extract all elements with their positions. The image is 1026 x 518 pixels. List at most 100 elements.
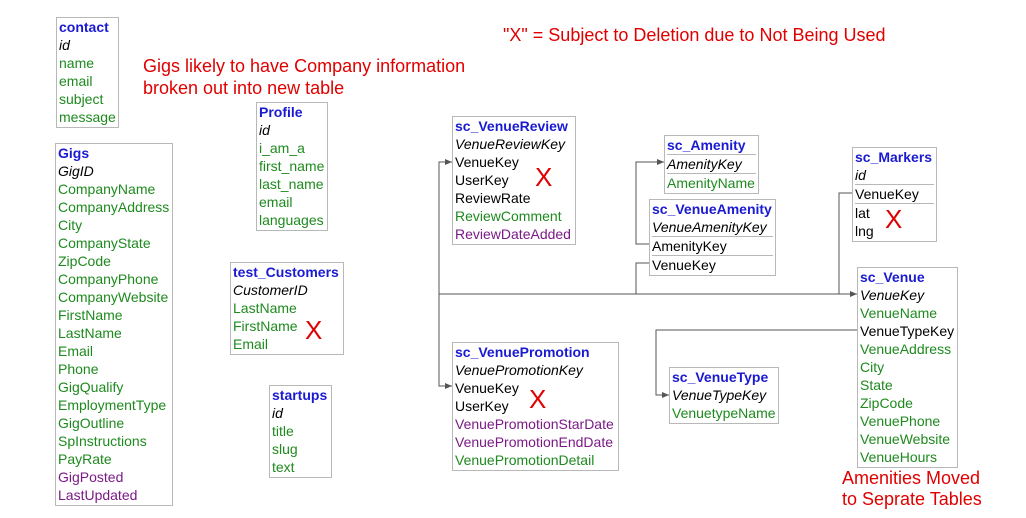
field: VenuePromotionEndDate xyxy=(455,434,613,450)
field: LastUpdated xyxy=(58,487,138,503)
table-title: Gigs xyxy=(58,145,90,161)
field: email xyxy=(259,194,293,210)
field: first_name xyxy=(259,158,325,174)
table-gigs[interactable]: Gigs GigID CompanyName CompanyAddress Ci… xyxy=(55,143,173,506)
table-title: contact xyxy=(59,19,109,35)
field: languages xyxy=(259,212,324,228)
field-key: VenueTypeKey xyxy=(672,387,767,403)
field: CompanyAddress xyxy=(58,199,170,215)
field: GigPosted xyxy=(58,469,124,485)
deletion-mark-venuepromotion: X xyxy=(529,384,547,414)
line-amenity xyxy=(635,159,664,245)
field: last_name xyxy=(259,176,324,192)
field-key: id xyxy=(59,37,70,53)
field: lng xyxy=(855,223,874,239)
field: VenuetypeName xyxy=(672,405,776,421)
field: title xyxy=(272,423,294,439)
field: i_am_a xyxy=(259,140,305,156)
field: ReviewDateAdded xyxy=(455,226,571,242)
line-venuereview xyxy=(438,159,857,295)
field-key: VenueKey xyxy=(860,287,925,303)
field: AmenityName xyxy=(667,175,755,191)
field: VenuePhone xyxy=(860,413,941,429)
field: EmploymentType xyxy=(58,397,167,413)
gigs-note-line1: Gigs likely to have Company information xyxy=(143,56,466,76)
field-key: id xyxy=(259,122,270,138)
field: Phone xyxy=(58,361,99,377)
table-sc-amenity[interactable]: sc_Amenity AmenityKey AmenityName xyxy=(664,135,759,194)
field: FirstName xyxy=(58,307,123,323)
table-sc-venue[interactable]: sc_Venue VenueKey VenueName VenueTypeKey… xyxy=(857,267,958,468)
line-markers xyxy=(838,192,857,297)
field: message xyxy=(59,109,116,125)
field: City xyxy=(860,359,885,375)
field: ZipCode xyxy=(860,395,913,411)
amenities-note-line2: to Seprate Tables xyxy=(842,489,982,509)
field: CompanyPhone xyxy=(58,271,159,287)
field: ReviewComment xyxy=(455,208,562,224)
field-key: id xyxy=(855,166,934,185)
table-title: sc_Amenity xyxy=(667,136,756,155)
field: subject xyxy=(59,91,104,107)
field: UserKey xyxy=(455,172,509,188)
field: VenueWebsite xyxy=(860,431,951,447)
line-venuetype xyxy=(655,329,857,398)
field-key: AmenityKey xyxy=(667,155,756,174)
field: VenueName xyxy=(860,305,938,321)
field: VenueKey xyxy=(455,154,519,170)
field-key: VenuePromotionKey xyxy=(455,362,583,378)
line-venueamenity xyxy=(635,262,650,294)
field: ReviewRate xyxy=(455,190,531,206)
field: UserKey xyxy=(455,398,509,414)
deletion-mark-markers: X xyxy=(885,204,903,234)
amenities-note-line1: Amenities Moved xyxy=(842,468,981,488)
line-venuepromotion xyxy=(438,294,452,389)
table-sc-markers[interactable]: sc_Markers id VenueKey lat lng xyxy=(852,147,937,242)
field: Email xyxy=(233,336,269,352)
field: VenueKey xyxy=(652,257,716,273)
table-title: sc_VenueReview xyxy=(455,118,568,134)
table-sc-venuetype[interactable]: sc_VenueType VenueTypeKey VenuetypeName xyxy=(669,367,779,424)
table-sc-venuereview[interactable]: sc_VenueReview VenueReviewKey VenueKey U… xyxy=(452,116,576,245)
field: VenueTypeKey xyxy=(860,323,955,339)
field: AmenityKey xyxy=(652,237,773,256)
field: PayRate xyxy=(58,451,112,467)
field: lat xyxy=(855,205,870,221)
table-sc-venueamenity[interactable]: sc_VenueAmenity VenueAmenityKey AmenityK… xyxy=(649,199,776,276)
field: LastName xyxy=(233,300,297,316)
table-title: sc_Markers xyxy=(855,149,933,165)
field: ZipCode xyxy=(58,253,111,269)
table-test-customers[interactable]: test_Customers CustomerID LastName First… xyxy=(230,262,344,355)
table-title: sc_VenuePromotion xyxy=(455,344,590,360)
field: FirstName xyxy=(233,318,298,334)
field-key: GigID xyxy=(58,163,94,179)
field: VenueAddress xyxy=(860,341,952,357)
field: VenuePromotionDetail xyxy=(455,452,595,468)
table-startups[interactable]: startups id title slug text xyxy=(269,385,332,478)
table-title: test_Customers xyxy=(233,264,339,280)
field: CompanyName xyxy=(58,181,156,197)
gigs-note-line2: broken out into new table xyxy=(143,78,345,98)
field: slug xyxy=(272,441,298,457)
table-profile[interactable]: Profile id i_am_a first_name last_name e… xyxy=(256,102,328,231)
field-key: VenueReviewKey xyxy=(455,136,565,152)
field: GigQualify xyxy=(58,379,124,395)
table-sc-venuepromotion[interactable]: sc_VenuePromotion VenuePromotionKey Venu… xyxy=(452,342,619,471)
field: VenuePromotionStarDate xyxy=(455,416,614,432)
field: text xyxy=(272,459,295,475)
table-contact[interactable]: contact id name email subject message xyxy=(56,17,119,128)
table-title: Profile xyxy=(259,104,303,120)
field: name xyxy=(59,55,95,71)
legend-note: "X" = Subject to Deletion due to Not Bei… xyxy=(503,25,886,45)
field: GigOutline xyxy=(58,415,125,431)
field: LastName xyxy=(58,325,122,341)
field: State xyxy=(860,377,893,393)
table-title: startups xyxy=(272,387,328,403)
deletion-mark-test-customers: X xyxy=(305,315,323,345)
field: City xyxy=(58,217,83,233)
field: Email xyxy=(58,343,94,359)
field: SpInstructions xyxy=(58,433,147,449)
deletion-mark-venuereview: X xyxy=(535,162,553,192)
field: VenueKey xyxy=(855,185,934,204)
